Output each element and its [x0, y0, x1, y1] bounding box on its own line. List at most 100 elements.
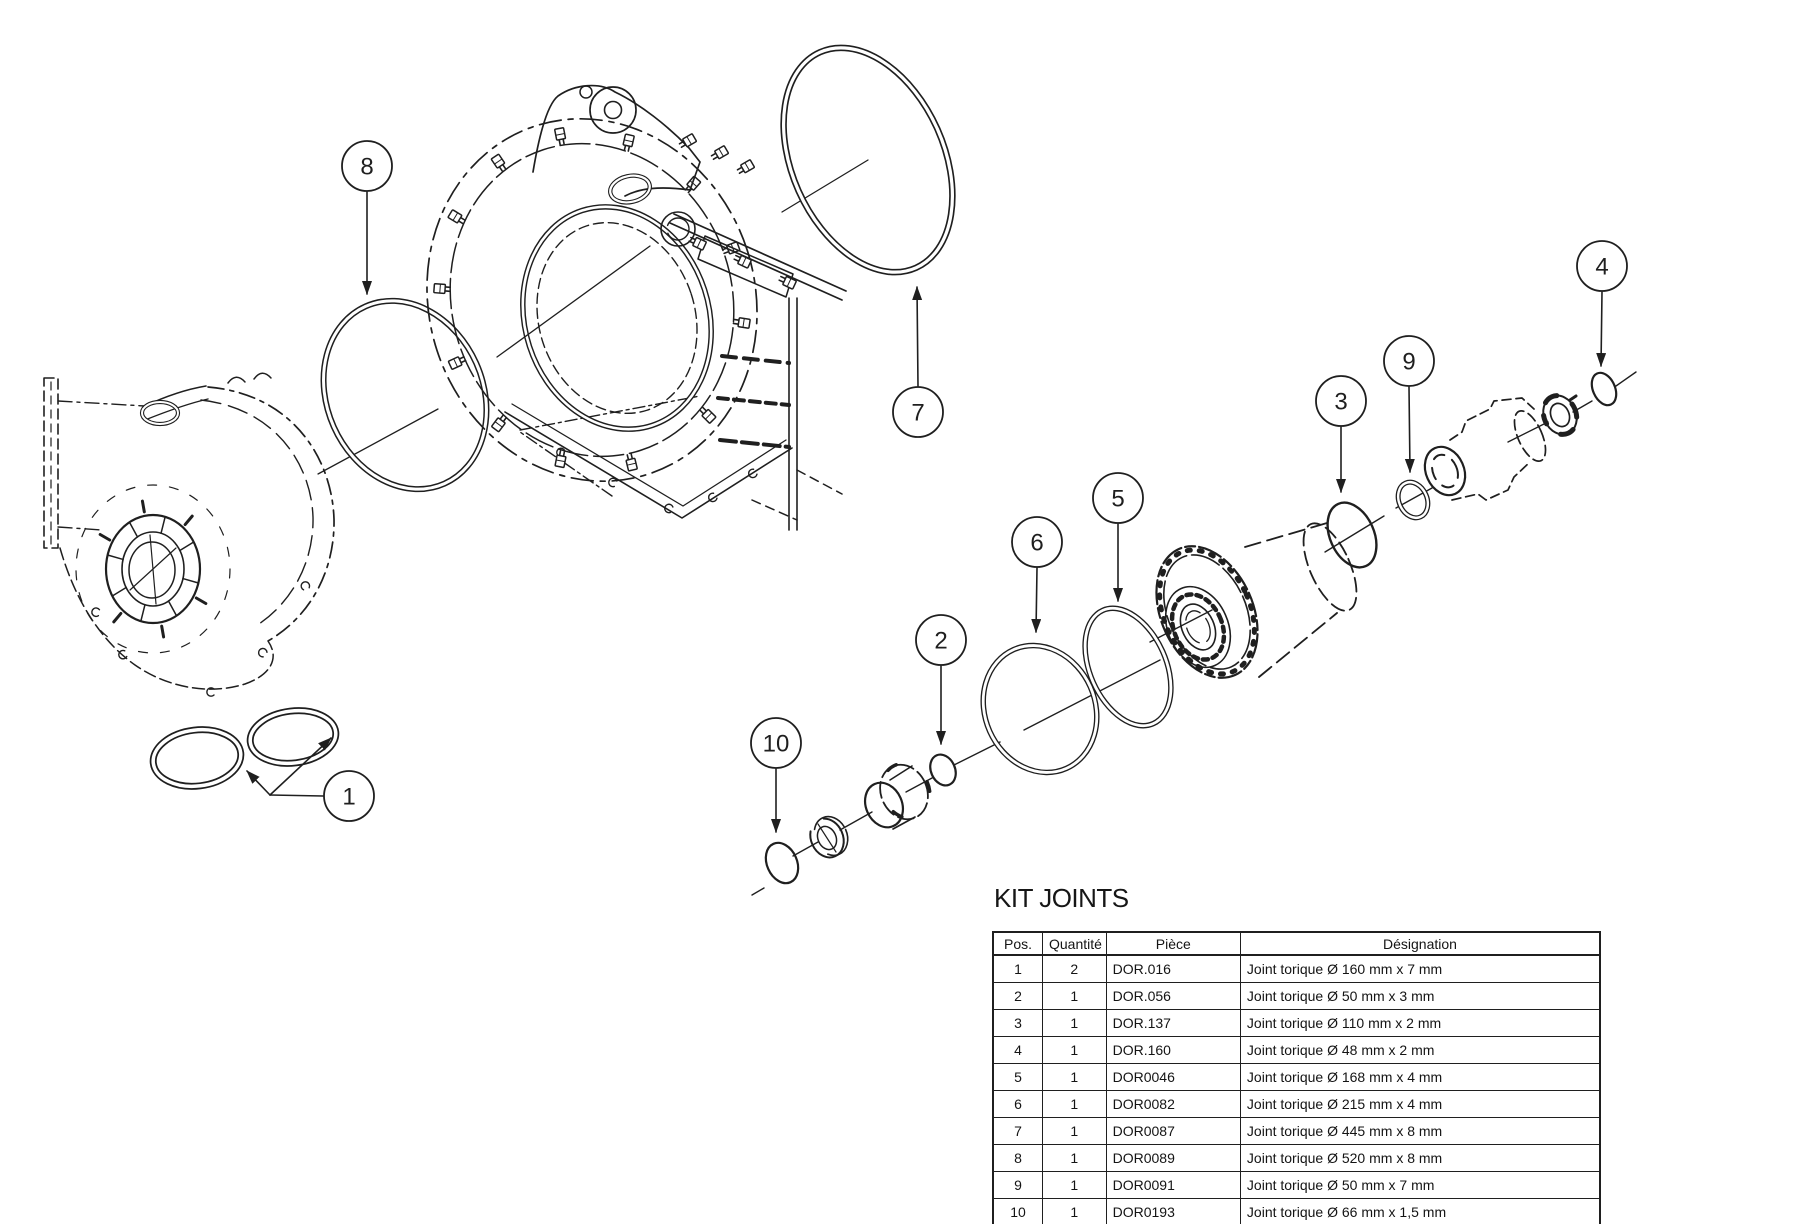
callout-number: 10	[763, 731, 790, 758]
callout-leader-line	[269, 794, 324, 797]
cell-designation: Joint torique Ø 110 mm x 2 mm	[1239, 1009, 1601, 1037]
col-header-piece: Pièce	[1105, 931, 1241, 956]
flange-bolt-icon	[553, 126, 568, 146]
o-ring-pair-1	[149, 707, 340, 790]
callout-balloon	[892, 386, 944, 438]
leader-line-ring8	[317, 408, 439, 475]
cell-designation: Joint torique Ø 50 mm x 3 mm	[1239, 982, 1601, 1010]
plug-coupling	[863, 762, 932, 830]
cell-piece: DOR.056	[1105, 982, 1241, 1010]
callout-number: 6	[1030, 530, 1043, 557]
cell-designation: Joint torique Ø 520 mm x 8 mm	[1239, 1144, 1601, 1172]
cell-designation: Joint torique Ø 445 mm x 8 mm	[1239, 1117, 1601, 1145]
callout-number: 2	[934, 628, 947, 655]
callout-balloon	[1576, 240, 1628, 292]
cell-quantite: 1	[1041, 1144, 1107, 1172]
callout-number: 7	[911, 400, 924, 427]
cell-pos: 10	[992, 1198, 1043, 1224]
cell-designation: Joint torique Ø 50 mm x 7 mm	[1239, 1171, 1601, 1199]
callout-leader-line	[246, 770, 271, 796]
output-coupling	[1423, 397, 1547, 501]
callout-2: 2	[915, 614, 967, 745]
o-ring-9	[1395, 479, 1431, 521]
cell-pos: 6	[992, 1090, 1043, 1118]
callout-number: 5	[1111, 486, 1124, 513]
callout-balloon	[323, 770, 375, 822]
cell-quantite: 1	[1041, 1090, 1107, 1118]
callout-number: 1	[342, 784, 355, 811]
o-ring-3	[1326, 501, 1378, 569]
callout-9: 9	[1383, 335, 1435, 473]
callout-number: 4	[1595, 254, 1608, 281]
cell-quantite: 1	[1041, 1171, 1107, 1199]
callout-3: 3	[1315, 375, 1367, 493]
o-ring-6	[980, 642, 1100, 776]
cell-pos: 5	[992, 1063, 1043, 1091]
cell-pos: 7	[992, 1117, 1043, 1145]
callout-4: 4	[1576, 240, 1628, 367]
cell-designation: Joint torique Ø 48 mm x 2 mm	[1239, 1036, 1601, 1064]
cell-quantite: 1	[1041, 982, 1107, 1010]
callout-8: 8	[341, 140, 393, 295]
callout-balloon	[1011, 516, 1063, 568]
cell-pos: 1	[992, 954, 1043, 983]
o-ring-2	[929, 753, 957, 787]
cell-pos: 4	[992, 1036, 1043, 1064]
cell-piece: DOR.016	[1105, 954, 1241, 983]
cell-pos: 3	[992, 1009, 1043, 1037]
callout-7: 7	[892, 286, 944, 438]
col-header-quantite: Quantité	[1041, 931, 1107, 956]
callout-balloon	[1092, 472, 1144, 524]
cell-designation: Joint torique Ø 66 mm x 1,5 mm	[1239, 1198, 1601, 1224]
cell-designation: Joint torique Ø 168 mm x 4 mm	[1239, 1063, 1601, 1091]
flange-bolt-icon	[447, 353, 468, 371]
callout-number: 3	[1334, 389, 1347, 416]
callout-balloon	[1315, 375, 1367, 427]
callout-5: 5	[1092, 472, 1144, 602]
cell-pos: 8	[992, 1144, 1043, 1172]
parts-table-title: KIT JOINTS	[994, 883, 1129, 913]
callout-leader-line	[1404, 386, 1415, 473]
cell-piece: DOR0082	[1105, 1090, 1241, 1118]
flange-bolt-icon	[732, 316, 752, 330]
cell-piece: DOR.160	[1105, 1036, 1241, 1064]
cell-pos: 9	[992, 1171, 1043, 1199]
o-ring-5	[1082, 605, 1174, 729]
retaining-ring	[809, 815, 849, 859]
o-ring-4	[1590, 371, 1618, 407]
callout-leader-line	[269, 737, 332, 796]
callout-balloon	[750, 717, 802, 769]
flange-bolt-icon	[624, 452, 639, 472]
cell-pos: 2	[992, 982, 1043, 1010]
cell-quantite: 1	[1041, 1036, 1107, 1064]
o-ring-10	[764, 841, 800, 885]
callout-leader-line	[912, 286, 923, 387]
callout-leader-line	[1031, 567, 1042, 633]
cell-designation: Joint torique Ø 215 mm x 4 mm	[1239, 1090, 1601, 1118]
callout-number: 9	[1402, 349, 1415, 376]
callout-balloon	[341, 140, 393, 192]
cell-piece: DOR0091	[1105, 1171, 1241, 1199]
callout-balloon	[1383, 335, 1435, 387]
flange-bolt-icon	[621, 133, 636, 153]
cell-quantite: 1	[1041, 1009, 1107, 1037]
cell-piece: DOR0087	[1105, 1117, 1241, 1145]
callout-1: 1	[246, 737, 375, 822]
cell-designation: Joint torique Ø 160 mm x 7 mm	[1239, 954, 1601, 983]
parts-table-header-row: Pos. Quantité Pièce Désignation	[992, 931, 1601, 956]
callout-balloon	[915, 614, 967, 666]
cell-quantite: 2	[1041, 954, 1107, 983]
